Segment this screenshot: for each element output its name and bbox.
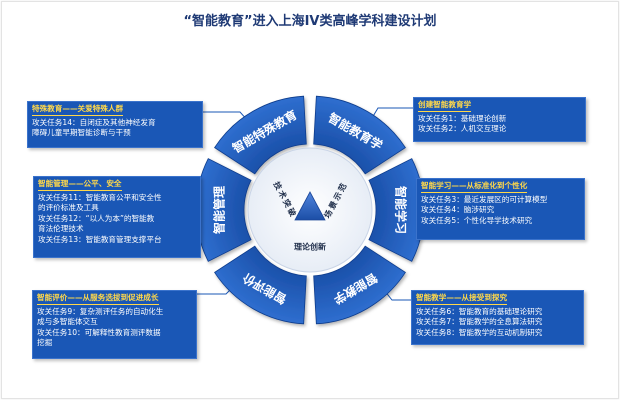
panel-line: 攻关任务8：智能教学的互动机制研究 [416, 327, 543, 337]
panel-line: 障碍儿童早期智能诊断与干预 [32, 128, 131, 137]
segment-intelligent-management-label: 智能管理 [212, 186, 227, 235]
segment-intelligent-teaching [313, 245, 406, 325]
panel-heading: 智能教学——从接受到探究 [416, 293, 508, 305]
panel-line: 攻关任务1：基础理论创新 [418, 113, 507, 123]
page-title: “智能教育”进入上海IV类高峰学科建设计划 [183, 14, 437, 29]
panel-line: 攻关任务7：智能教学的全息算法研究 [416, 317, 543, 326]
panel-special-education: 特殊教育——关爱特殊人群 攻关任务14：自闭症及其他神经发育 障碍儿童早期智能诊… [27, 101, 203, 148]
center-label-bottom: 理论创新 [294, 242, 326, 252]
panel-line: 的评价标准及工具 [38, 203, 99, 212]
panel-line: 攻关任务10：可解释性教育测评数据 [37, 327, 161, 337]
panel-heading: 创建智能教育学 [418, 100, 472, 112]
panel-intelligent-evaluation: 智能评价——从服务选拔到促进成长 攻关任务9：复杂测评任务的自动化生 成与多智能… [32, 290, 197, 359]
segment-special-education [214, 95, 307, 175]
panel-line: 攻关任务2：人机交互理论 [418, 124, 507, 133]
panel-line: 攻关任务11：智能教育公平和安全性 [38, 192, 162, 202]
panel-line: 攻关任务4：脑涉研究 [421, 205, 495, 214]
panel-line: 攻关任务13：智能教育管理支撑平台 [38, 234, 162, 244]
center-triangle [294, 191, 326, 221]
segment-intelligent-learning-label: 智能学习 [394, 185, 409, 234]
segment-intelligent-pedagogy [313, 95, 406, 175]
panel-line: 攻关任务9：复杂测评任务的自动化生 [37, 306, 164, 316]
panel-heading: 智能评价——从服务选拔到促进成长 [37, 293, 159, 305]
segment-intelligent-evaluation [214, 245, 307, 325]
panel-line: 攻关任务3：最近发展区的可计算模型 [421, 194, 548, 204]
panel-line: 成与多智能体交互 [37, 317, 98, 326]
panel-intelligent-pedagogy: 创建智能教育学 攻关任务1：基础理论创新 攻关任务2：人机交互理论 [413, 97, 586, 142]
panel-line: 育法伦理技术 [38, 224, 84, 233]
panel-line: 攻关任务12：“以人为本”的智能教 [38, 213, 155, 223]
panel-heading: 智能学习——从标准化到个性化 [421, 181, 528, 193]
panel-intelligent-teaching: 智能教学——从接受到探究 攻关任务6：智能教育的基础理论研究 攻关任务7：智能教… [411, 290, 584, 345]
panel-intelligent-learning: 智能学习——从标准化到个性化 攻关任务3：最近发展区的可计算模型 攻关任务4：脑… [416, 178, 585, 240]
panel-intelligent-management: 智能管理——公平、安全 攻关任务11：智能教育公平和安全性 的评价标准及工具 攻… [33, 176, 201, 258]
panel-line: 攻关任务6：智能教育的基础理论研究 [416, 306, 543, 316]
panel-line: 攻关任务14：自闭症及其他神经发育 [32, 117, 156, 127]
panel-line: 挖掘 [37, 338, 53, 347]
panel-heading: 智能管理——公平、安全 [38, 179, 122, 191]
panel-heading: 特殊教育——关爱特殊人群 [32, 104, 124, 116]
panel-line: 攻关任务5：个性化导学技术研究 [421, 215, 533, 225]
